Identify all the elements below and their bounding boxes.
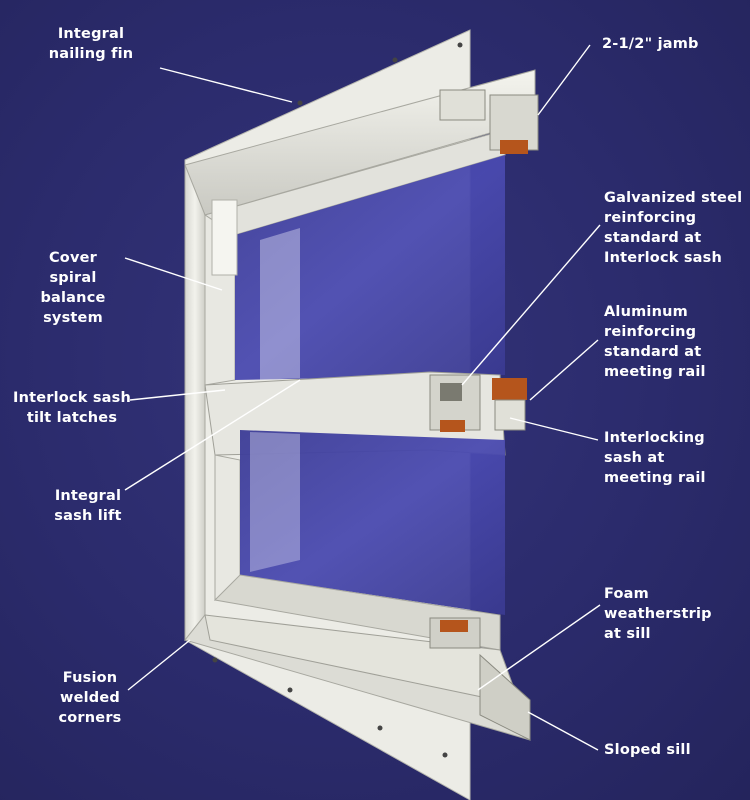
callout-interlocking-sash <box>509 417 599 441</box>
label-nailing-fin: Integral nailing fin <box>48 26 134 62</box>
spiral-balance-cover <box>211 199 238 276</box>
label-interlock-latches: Interlock sash tilt latches <box>12 390 132 426</box>
callout-aluminum <box>529 339 599 401</box>
callout-nailing-fin <box>159 67 293 103</box>
foam-weatherstrip <box>440 620 468 632</box>
label-foam-weatherstrip: Foam weatherstrip at sill <box>604 586 712 642</box>
label-galvanized-steel: Galvanized steel reinforcing standard at… <box>604 190 743 266</box>
lower-sash <box>213 430 505 651</box>
sloped-sill <box>204 614 531 741</box>
label-aluminum: Aluminum reinforcing standard at meeting… <box>604 304 706 380</box>
callout-fusion <box>127 639 191 691</box>
callout-galvanized <box>461 224 601 386</box>
label-fusion-welded: Fusion welded corners <box>58 670 122 726</box>
callout-sash-lift <box>124 379 301 491</box>
callout-interlock-latches <box>129 389 226 401</box>
jamb-profile <box>439 89 539 154</box>
upper-sash <box>203 129 506 386</box>
label-sash-lift: Integral sash lift <box>54 488 122 524</box>
label-sloped-sill: Sloped sill <box>604 742 691 758</box>
label-cover-spiral: Cover spiral balance system <box>40 250 106 326</box>
callout-jamb <box>537 44 591 116</box>
label-interlocking-sash: Interlocking sash at meeting rail <box>604 430 706 486</box>
callout-sloped-sill <box>527 711 599 751</box>
callout-cover-spiral <box>124 257 223 291</box>
steel-reinforcement <box>440 383 462 401</box>
label-jamb: 2-1/2" jamb <box>602 36 699 52</box>
callout-foam <box>477 604 601 691</box>
callout-lines <box>124 44 601 751</box>
aluminum-reinforcement <box>492 378 527 400</box>
